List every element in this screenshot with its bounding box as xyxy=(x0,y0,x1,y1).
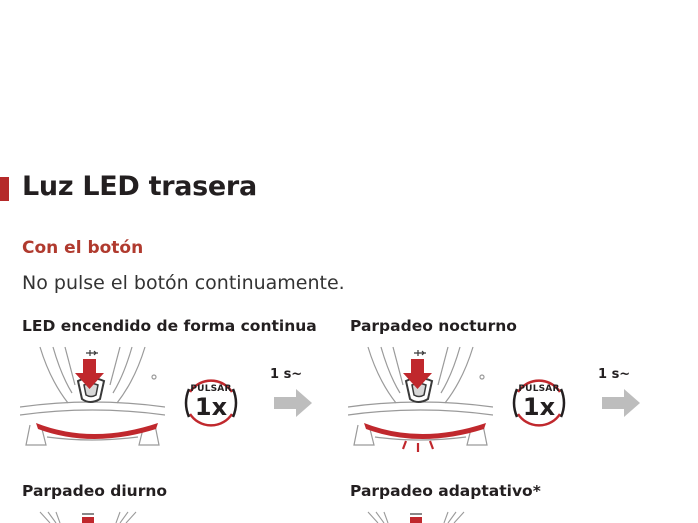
press-arrow-icon xyxy=(75,359,104,389)
usb-icon xyxy=(86,350,98,356)
usb-icon xyxy=(414,350,426,356)
section-title: Luz LED trasera xyxy=(22,171,257,202)
press-count: 1x xyxy=(522,393,556,421)
helmet-illustration-night-blink xyxy=(348,345,493,455)
next-step-arrow-icon xyxy=(602,389,640,417)
press-badge-night-blink: PULSAR 1x xyxy=(508,372,570,434)
section-marker xyxy=(0,177,9,201)
timing-label: 1 s~ xyxy=(270,367,303,382)
press-arrow-icon xyxy=(403,359,432,389)
helmet-illustration-adaptive-blink xyxy=(367,511,465,523)
mode-title-day-blink: Parpadeo diurno xyxy=(22,482,168,500)
mode-title-continuous: LED encendido de forma continua xyxy=(22,317,317,335)
press-label: PULSAR xyxy=(190,384,232,394)
helmet-illustration-continuous xyxy=(20,345,165,455)
sub-heading: Con el botón xyxy=(22,238,144,258)
press-badge-continuous: PULSAR 1x xyxy=(180,372,242,434)
next-step-arrow-icon xyxy=(274,389,312,417)
mode-title-adaptive-blink: Parpadeo adaptativo* xyxy=(350,482,541,500)
mode-title-night-blink: Parpadeo nocturno xyxy=(350,317,517,335)
usage-note: No pulse el botón continuamente. xyxy=(22,272,345,294)
timing-label: 1 s~ xyxy=(598,367,631,382)
helmet-illustration-day-blink xyxy=(39,511,137,523)
press-count: 1x xyxy=(194,393,228,421)
press-label: PULSAR xyxy=(518,384,560,394)
